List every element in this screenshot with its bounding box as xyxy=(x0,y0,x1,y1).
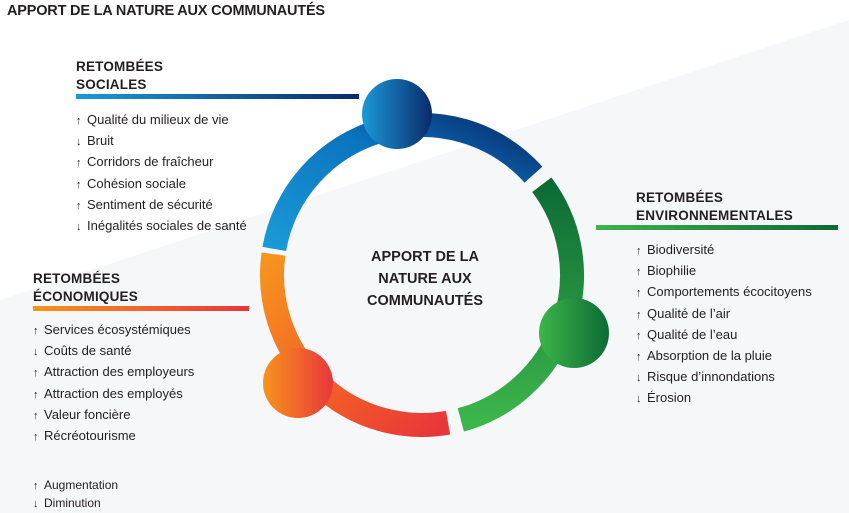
arrow-up-icon: ↑ xyxy=(636,308,642,321)
list-item: ↑ Qualité du milieux de vie xyxy=(76,110,247,131)
center-line: COMMUNAUTÉS xyxy=(367,293,483,309)
arrow-up-icon: ↑ xyxy=(76,115,82,127)
environment-list: ↑ Biodiversité ↑ Biophilie ↑ Comportements éc… xyxy=(636,240,812,410)
arrow-down-icon: ↓ xyxy=(636,393,642,406)
list-item: ↑ Attraction des employeurs xyxy=(33,362,194,383)
list-item: ↑ Absorption de la pluie xyxy=(636,346,812,367)
arrow-up-icon: ↑ xyxy=(33,480,39,492)
item-label: Érosion xyxy=(647,390,692,406)
legend-label: Augmentation xyxy=(44,478,119,492)
heading-line: ENVIRONNEMENTALES xyxy=(636,208,793,223)
list-item: ↑ Services écosystémiques xyxy=(33,320,194,341)
arrow-down-icon: ↓ xyxy=(33,498,39,510)
item-label: Risque d’innondations xyxy=(647,369,775,385)
arrow-up-icon: ↑ xyxy=(76,178,82,191)
arrow-up-icon: ↑ xyxy=(33,325,39,337)
list-item: ↑ Qualité de l’air xyxy=(636,304,812,325)
social-divider xyxy=(76,94,359,99)
arrow-up-icon: ↑ xyxy=(76,157,82,170)
social-list: ↑ Qualité du milieux de vie ↓ Bruit ↑ Corrido… xyxy=(76,110,247,237)
item-label: Qualité du milieux de vie xyxy=(87,112,229,127)
item-label: Comportements écocitoyens xyxy=(647,284,812,300)
list-item: ↑ Qualité de l’eau xyxy=(636,325,812,346)
heading-line: RETOMBÉES xyxy=(76,59,164,74)
item-label: Qualité de l’eau xyxy=(647,326,738,342)
heading-line: RETOMBÉES xyxy=(33,271,121,286)
arrow-down-icon: ↓ xyxy=(33,346,39,359)
list-item: ↓ Bruit xyxy=(76,131,247,152)
legend-item: ↑ Augmentation xyxy=(33,477,118,495)
legend-item: ↓ Diminution xyxy=(33,495,118,513)
arrow-up-icon: ↑ xyxy=(636,351,642,364)
heading-line: SOCIALES xyxy=(76,77,147,92)
environment-node xyxy=(539,298,609,368)
list-item: ↑ Biodiversité xyxy=(636,240,812,261)
environment-heading: RETOMBÉES ENVIRONNEMENTALES xyxy=(636,189,793,225)
social-heading: RETOMBÉES SOCIALES xyxy=(76,58,163,94)
center-line: APPORT DE LA xyxy=(371,249,479,265)
list-item: ↑ Récréotourisme xyxy=(33,426,194,447)
arrow-up-icon: ↑ xyxy=(636,329,642,342)
item-label: Biodiversité xyxy=(647,242,715,257)
item-label: Bruit xyxy=(87,133,114,149)
arrow-up-icon: ↑ xyxy=(33,388,39,401)
list-item: ↑ Attraction des employés xyxy=(33,384,194,405)
economic-node xyxy=(263,348,333,418)
arrow-up-icon: ↑ xyxy=(76,199,82,212)
item-label: Coûts de santé xyxy=(44,343,132,359)
item-label: Biophilie xyxy=(647,263,697,279)
list-item: ↑ Valeur foncière xyxy=(33,405,194,426)
item-label: Attraction des employeurs xyxy=(44,364,195,380)
economic-divider xyxy=(33,306,249,311)
list-item: ↑ Cohésion sociale xyxy=(76,174,247,195)
arrow-down-icon: ↓ xyxy=(76,221,82,234)
center-label: APPORT DE LA NATURE AUX COMMUNAUTÉS xyxy=(345,246,505,312)
list-item: ↓ Érosion xyxy=(636,388,812,409)
center-line: NATURE AUX xyxy=(378,271,472,287)
item-label: Récréotourisme xyxy=(44,428,136,444)
arrow-up-icon: ↑ xyxy=(636,287,642,300)
item-label: Cohésion sociale xyxy=(87,175,187,191)
page-title: APPORT DE LA NATURE AUX COMMUNAUTÉS xyxy=(7,3,325,19)
arrow-down-icon: ↓ xyxy=(636,372,642,385)
list-item: ↑ Corridors de fraîcheur xyxy=(76,152,247,173)
item-label: Qualité de l’air xyxy=(647,305,731,321)
list-item: ↓ Risque d’innondations xyxy=(636,367,812,388)
item-label: Corridors de fraîcheur xyxy=(87,154,214,170)
item-label: Services écosystémiques xyxy=(44,322,191,337)
arrow-up-icon: ↑ xyxy=(636,266,642,279)
legend-label: Diminution xyxy=(44,496,101,510)
list-item: ↓ Coûts de santé xyxy=(33,341,194,362)
list-item: ↓ Inégalités sociales de santé xyxy=(76,216,247,237)
arrow-up-icon: ↑ xyxy=(33,367,39,380)
item-label: Absorption de la pluie xyxy=(647,348,773,364)
arrow-up-icon: ↑ xyxy=(33,431,39,444)
social-node xyxy=(362,79,432,149)
list-item: ↑ Comportements écocitoyens xyxy=(636,282,812,303)
environment-divider xyxy=(596,225,838,230)
arrow-down-icon: ↓ xyxy=(76,136,82,149)
item-label: Sentiment de sécurité xyxy=(87,196,213,212)
arrow-up-icon: ↑ xyxy=(636,245,642,257)
legend: ↑ Augmentation ↓ Diminution xyxy=(33,477,118,513)
list-item: ↑ Sentiment de sécurité xyxy=(76,195,247,216)
heading-line: RETOMBÉES xyxy=(636,190,724,205)
economic-list: ↑ Services écosystémiques ↓ Coûts de santé ↑… xyxy=(33,320,194,447)
arrow-up-icon: ↑ xyxy=(33,409,39,422)
item-label: Inégalités sociales de santé xyxy=(87,218,247,234)
item-label: Valeur foncière xyxy=(44,406,131,422)
economic-heading: RETOMBÉES ÉCONOMIQUES xyxy=(33,270,138,306)
heading-line: ÉCONOMIQUES xyxy=(33,289,138,304)
item-label: Attraction des employés xyxy=(44,385,183,401)
list-item: ↑ Biophilie xyxy=(636,261,812,282)
